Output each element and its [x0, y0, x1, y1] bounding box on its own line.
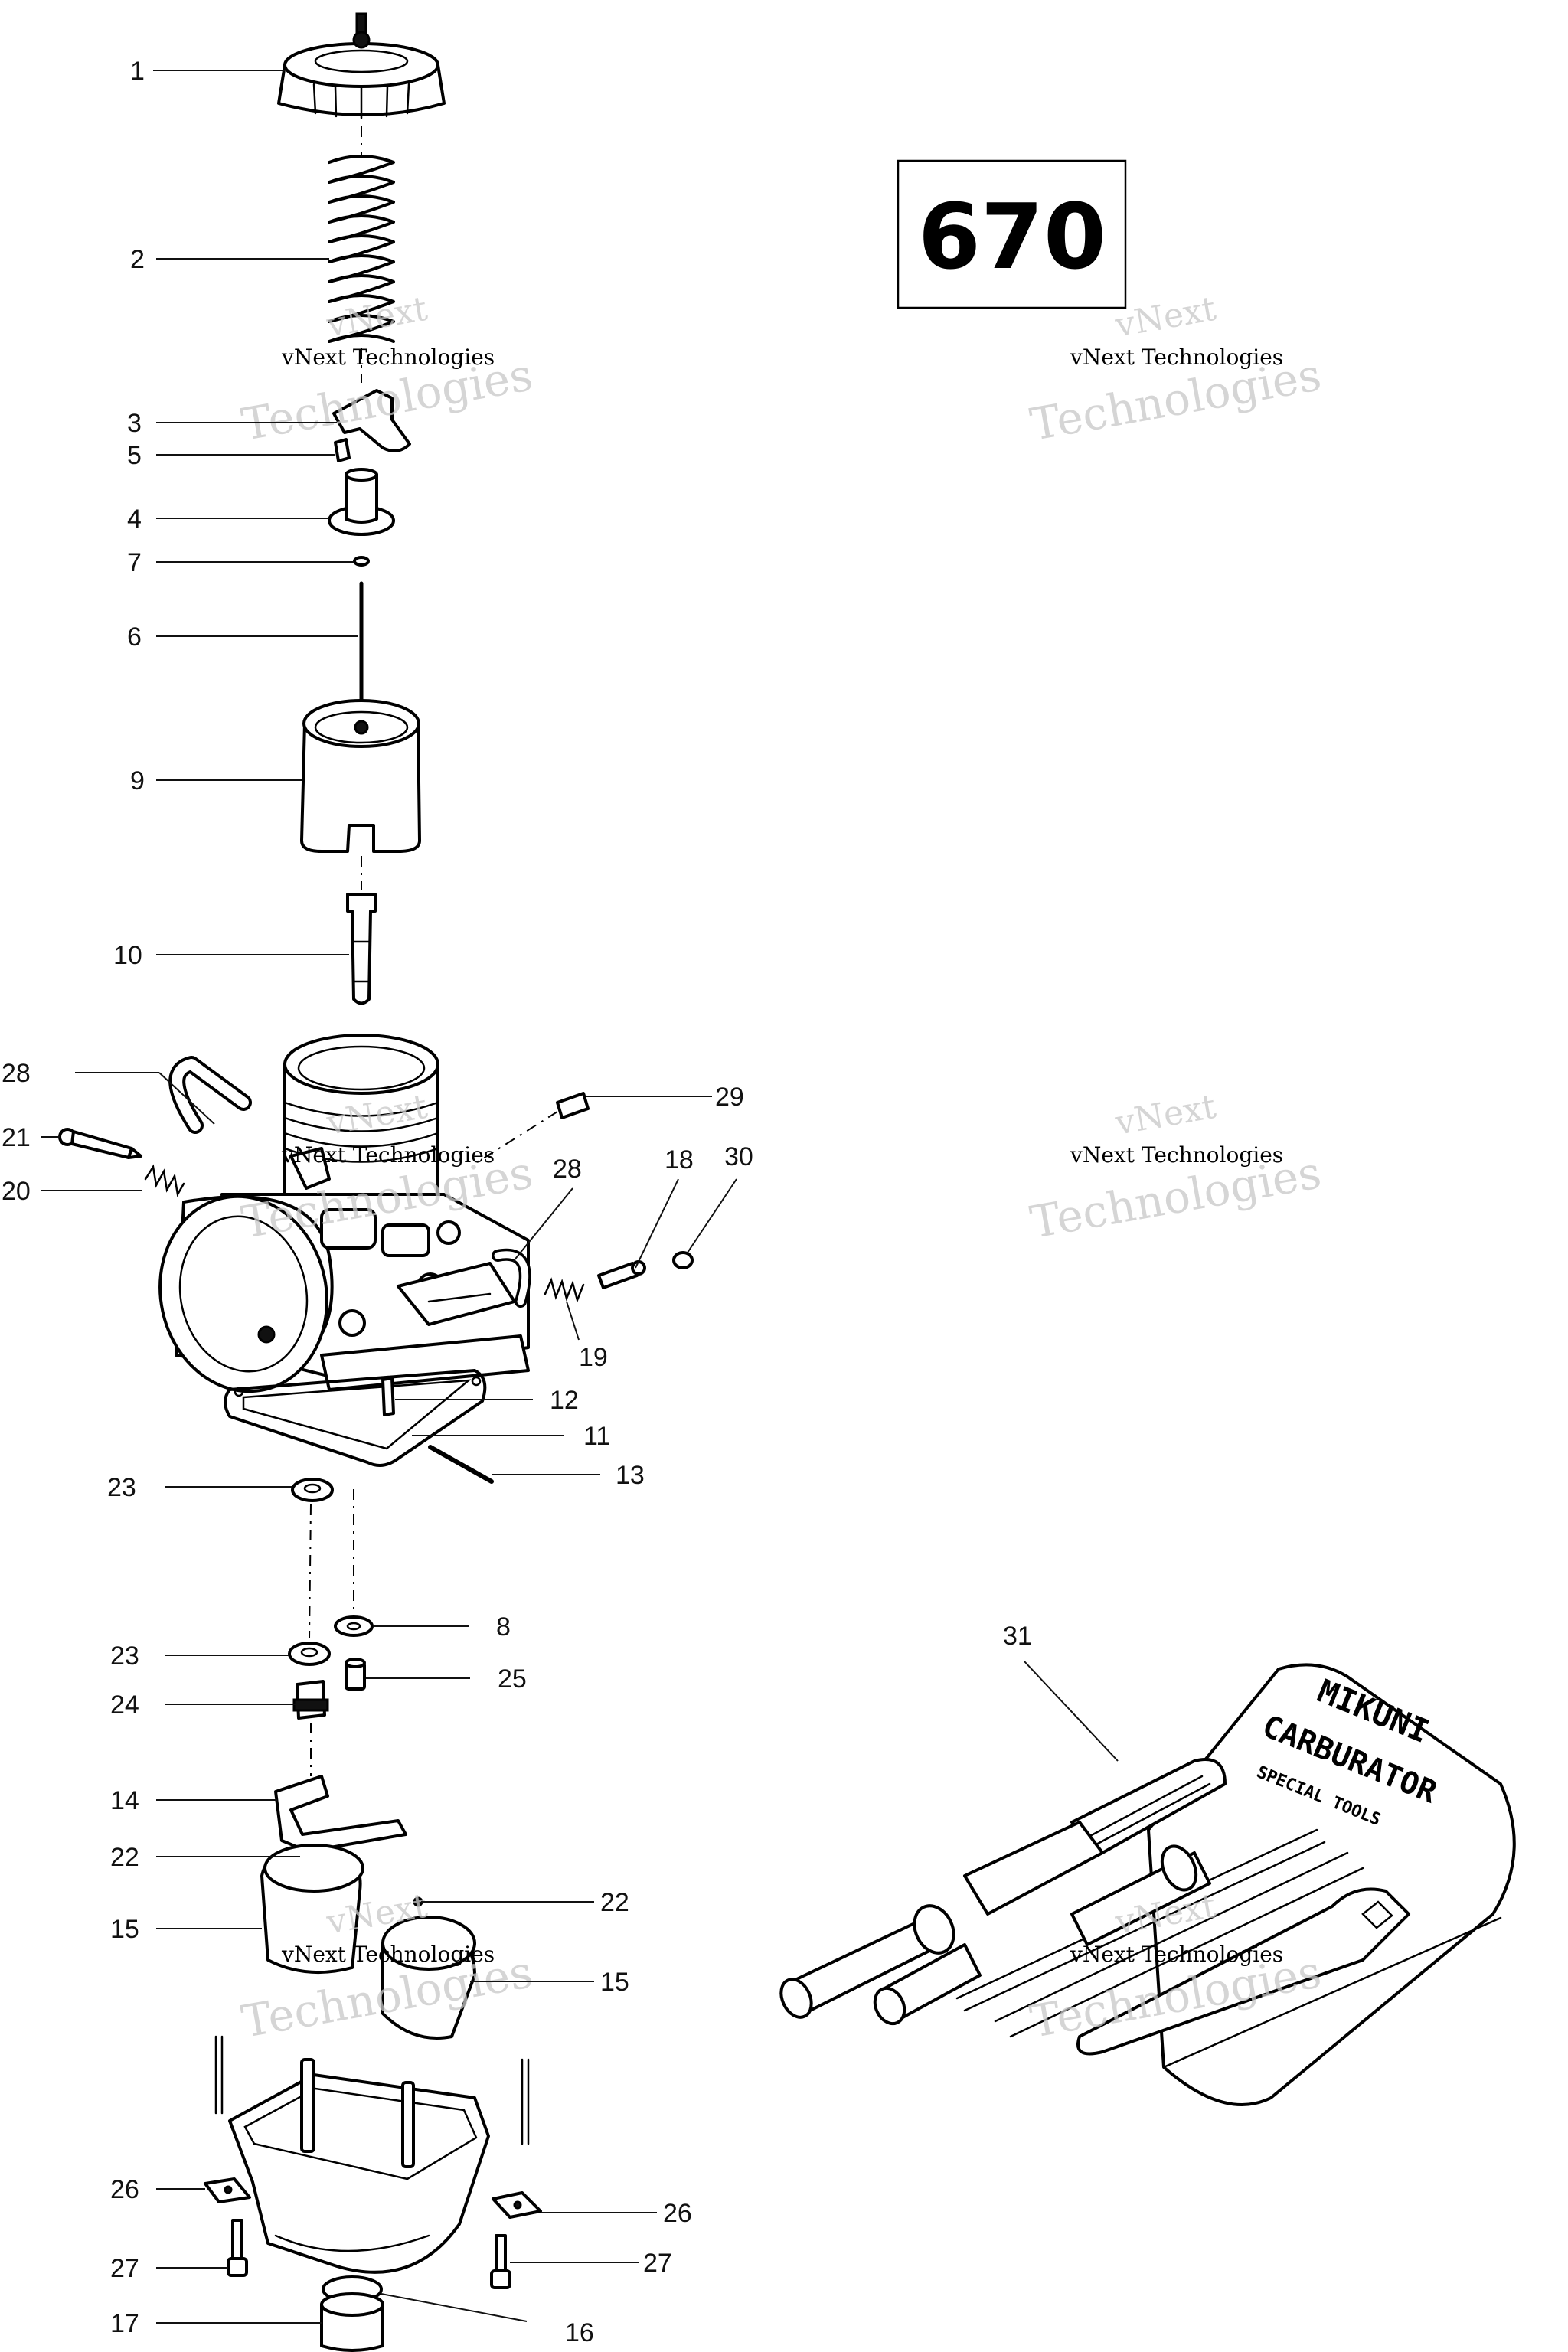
part-28-vent-tube	[168, 1056, 252, 1134]
callout-4: 4	[127, 505, 142, 534]
callout-26-right: 26	[663, 2199, 692, 2228]
callout-20: 20	[2, 1177, 31, 1206]
callout-25: 25	[498, 1664, 527, 1694]
callout-17: 17	[110, 2309, 139, 2338]
part-18-air-screw	[597, 1260, 646, 1289]
svg-text:vNext: vNext	[1112, 1087, 1219, 1143]
part-4-holder	[328, 468, 395, 536]
callout-16: 16	[565, 2318, 594, 2347]
model-number-box: 670	[897, 159, 1127, 309]
part-21-idle-screw	[58, 1128, 142, 1159]
part-15-float-right	[381, 1916, 476, 2040]
callout-29: 29	[715, 1083, 744, 1112]
part-29-fitting	[474, 1092, 590, 1165]
part-7-needle-clip	[353, 556, 370, 567]
svg-text:vNext Technologies: vNext Technologies	[281, 1142, 495, 1168]
part-13-float-pin	[428, 1445, 494, 1484]
part-2-spring	[328, 155, 395, 383]
callout-13: 13	[616, 1461, 645, 1490]
svg-text:vNext Technologies: vNext Technologies	[1070, 1942, 1283, 1967]
carburetor-body	[158, 1034, 530, 1467]
svg-text:vNext: vNext	[1112, 289, 1219, 345]
callout-27-left: 27	[110, 2254, 139, 2283]
part-10-needle-jet	[346, 893, 377, 1005]
part-27-screw-left	[227, 2219, 248, 2277]
callout-12: 12	[550, 1386, 579, 1415]
callout-7: 7	[127, 548, 142, 577]
svg-text:vNext Technologies: vNext Technologies	[281, 345, 495, 370]
callout-27-right: 27	[643, 2249, 672, 2278]
part-1-cap	[277, 12, 446, 157]
callout-28-left: 28	[2, 1059, 31, 1088]
svg-text:vNext Technologies: vNext Technologies	[281, 1942, 495, 1967]
part-20-spring	[144, 1164, 185, 1197]
part-28-air-tube	[492, 1248, 531, 1308]
callout-3: 3	[127, 409, 142, 438]
part-26-bracket-left	[204, 2177, 251, 2203]
model-number: 670	[918, 184, 1106, 289]
part-19-spring	[544, 1277, 585, 1303]
part-24-valve-seat	[292, 1680, 329, 1776]
part-26-bracket-right	[492, 2191, 542, 2219]
callout-24: 24	[110, 1690, 139, 1720]
part-5-clip	[334, 438, 351, 462]
callout-15-left: 15	[110, 1915, 139, 1944]
callout-21: 21	[2, 1123, 31, 1152]
callout-26-left: 26	[110, 2175, 139, 2204]
callout-22-right: 22	[600, 1888, 629, 1917]
part-9-throttle-slide	[300, 699, 421, 890]
part-12-pin	[381, 1377, 395, 1416]
part-14-float-arm	[274, 1775, 407, 1853]
part-23-washer-lower	[288, 1642, 331, 1666]
part-25-pilot-jet	[345, 1658, 366, 1690]
callout-2: 2	[130, 245, 145, 274]
callout-18: 18	[665, 1145, 694, 1174]
callout-9: 9	[130, 766, 145, 795]
watermark-4: vNext Technologies vNext Technologies	[1027, 1087, 1325, 1249]
callout-23-lower: 23	[110, 1642, 139, 1671]
callout-10: 10	[113, 941, 142, 970]
callout-22-left: 22	[110, 1843, 139, 1872]
part-27-screw-right	[490, 2234, 511, 2289]
callout-31: 31	[1003, 1622, 1032, 1651]
part-31-tool-kit: MIKUNI CARBURATOR SPECIAL TOOLS	[779, 1663, 1516, 2106]
callout-6: 6	[127, 622, 142, 652]
callout-19: 19	[579, 1343, 608, 1372]
callout-11: 11	[583, 1422, 610, 1451]
part-30-cap	[672, 1251, 694, 1269]
callout-30: 30	[724, 1142, 753, 1171]
watermark-2: vNext Technologies vNext Technologies	[1027, 289, 1325, 451]
callout-28-right: 28	[553, 1155, 582, 1184]
svg-text:vNext Technologies: vNext Technologies	[1070, 345, 1283, 370]
leader-lines	[41, 70, 1119, 2324]
callout-15-right: 15	[600, 1968, 629, 1997]
part-8-washer	[334, 1615, 374, 1637]
callout-labels: 1 2 3 5 4 7 6 9 10 28 21 20 29 28 18 30 …	[2, 57, 1032, 2347]
callout-1: 1	[130, 57, 145, 86]
callout-8: 8	[496, 1612, 511, 1642]
float-bowl	[214, 2035, 530, 2274]
callout-14: 14	[110, 1786, 139, 1815]
svg-text:vNext Technologies: vNext Technologies	[1070, 1142, 1283, 1168]
callout-5: 5	[127, 441, 142, 470]
part-23-washer-upper	[291, 1478, 334, 1502]
part-3-plate	[332, 389, 411, 452]
callout-23-upper: 23	[107, 1473, 136, 1502]
part-17-drain-plug	[320, 2292, 384, 2352]
